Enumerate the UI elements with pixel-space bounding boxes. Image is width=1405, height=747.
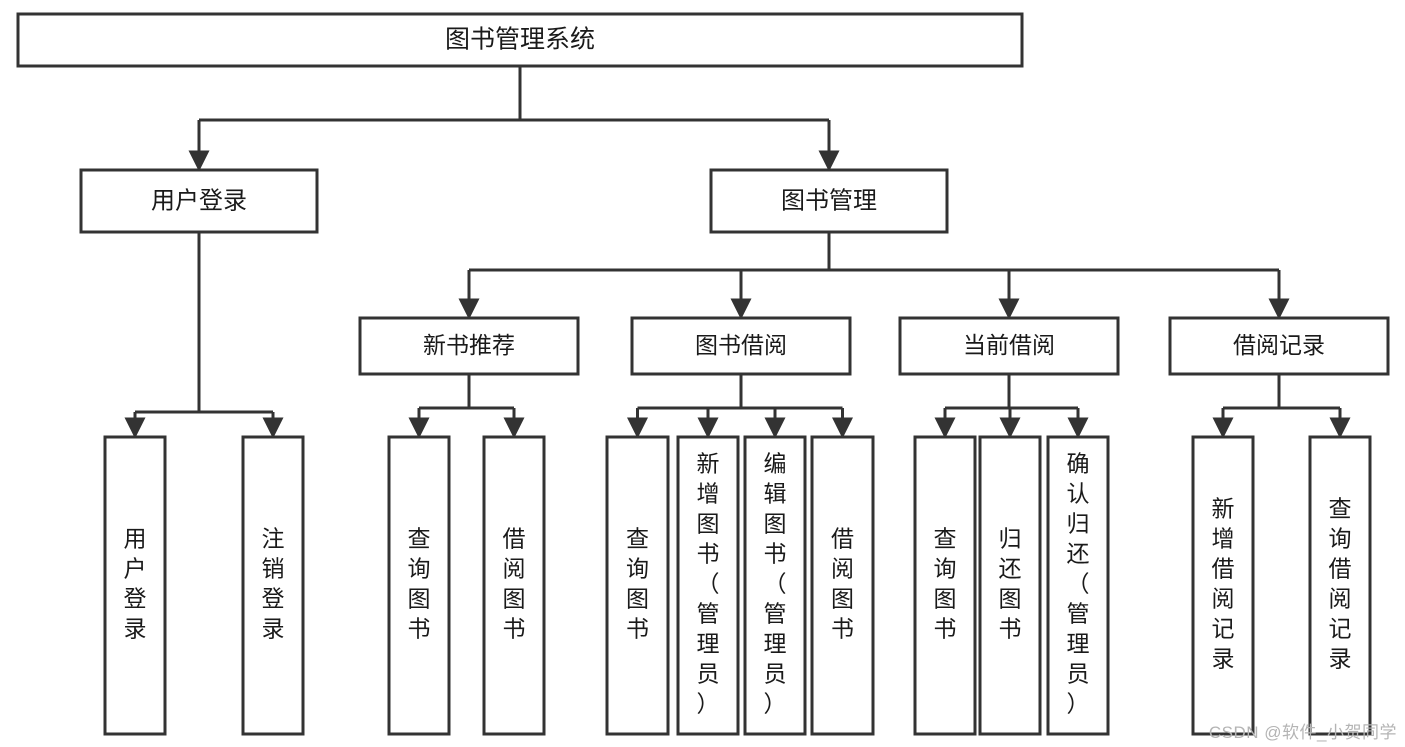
node-label: 查询图书 bbox=[934, 526, 957, 642]
node-box[interactable] bbox=[103, 435, 167, 736]
leaf-node-leaf-user-login[interactable]: 用户登录 bbox=[103, 435, 167, 736]
node-box[interactable] bbox=[630, 316, 852, 376]
leaf-node-leaf-query-book-current[interactable]: 查询图书 bbox=[913, 435, 977, 736]
node-new-book-recommend[interactable]: 新书推荐 bbox=[358, 316, 580, 376]
node-box[interactable] bbox=[1191, 435, 1255, 736]
node-label: 查询图书 bbox=[626, 526, 649, 642]
node-label: 借阅图书 bbox=[831, 526, 854, 642]
node-label: 图书管理系统 bbox=[445, 26, 595, 54]
node-label: 新书推荐 bbox=[423, 332, 515, 358]
leaf-node-leaf-add-book-admin[interactable]: 新增图书（管理员） bbox=[676, 435, 740, 736]
leaf-node-leaf-query-book-rec[interactable]: 查询图书 bbox=[387, 435, 451, 736]
node-label: 查询借阅记录 bbox=[1329, 496, 1352, 672]
node-label: 当前借阅 bbox=[963, 332, 1055, 358]
node-box[interactable] bbox=[482, 435, 546, 736]
leaf-node-leaf-borrow-book[interactable]: 借阅图书 bbox=[810, 435, 875, 736]
node-box[interactable] bbox=[16, 12, 1024, 68]
node-box[interactable] bbox=[241, 435, 305, 736]
node-box[interactable] bbox=[605, 435, 670, 736]
node-label: 注销登录 bbox=[262, 526, 285, 642]
node-label: 借阅图书 bbox=[503, 526, 526, 642]
node-box[interactable] bbox=[387, 435, 451, 736]
leaf-node-leaf-confirm-return-admin[interactable]: 确认归还（管理员） bbox=[1046, 435, 1110, 736]
leaf-node-leaf-return-book[interactable]: 归还图书 bbox=[978, 435, 1042, 736]
leaf-node-leaf-edit-book-admin[interactable]: 编辑图书（管理员） bbox=[743, 435, 807, 736]
leaf-node-leaf-query-book-borrow[interactable]: 查询图书 bbox=[605, 435, 670, 736]
node-box[interactable] bbox=[1308, 435, 1372, 736]
node-label: 图书管理 bbox=[781, 187, 877, 214]
node-label: 用户登录 bbox=[124, 526, 147, 642]
node-label: 图书借阅 bbox=[695, 332, 787, 358]
node-box[interactable] bbox=[743, 435, 807, 736]
node-book-management[interactable]: 图书管理 bbox=[709, 168, 949, 234]
node-label: 确认归还（管理员） bbox=[1067, 451, 1090, 717]
node-box[interactable] bbox=[79, 168, 319, 234]
leaf-node-leaf-borrow-book-rec[interactable]: 借阅图书 bbox=[482, 435, 546, 736]
csdn-watermark: CSDN @软件_小贺同学 bbox=[1208, 723, 1397, 742]
leaf-node-leaf-add-borrow-record[interactable]: 新增借阅记录 bbox=[1191, 435, 1255, 736]
node-book-borrow[interactable]: 图书借阅 bbox=[630, 316, 852, 376]
node-box[interactable] bbox=[898, 316, 1120, 376]
node-user-login[interactable]: 用户登录 bbox=[79, 168, 319, 234]
node-label: 新增借阅记录 bbox=[1212, 496, 1235, 672]
node-box[interactable] bbox=[676, 435, 740, 736]
node-borrow-record[interactable]: 借阅记录 bbox=[1168, 316, 1390, 376]
node-label: 借阅记录 bbox=[1233, 332, 1325, 358]
node-label: 编辑图书（管理员） bbox=[764, 451, 787, 717]
leaf-node-leaf-logout-login[interactable]: 注销登录 bbox=[241, 435, 305, 736]
node-box[interactable] bbox=[913, 435, 977, 736]
node-box[interactable] bbox=[1046, 435, 1110, 736]
node-box[interactable] bbox=[358, 316, 580, 376]
node-label: 查询图书 bbox=[408, 526, 431, 642]
node-box[interactable] bbox=[978, 435, 1042, 736]
leaf-node-leaf-query-borrow-record[interactable]: 查询借阅记录 bbox=[1308, 435, 1372, 736]
node-label: 归还图书 bbox=[999, 526, 1022, 642]
node-boxes: 图书管理系统用户登录图书管理新书推荐图书借阅当前借阅借阅记录用户登录注销登录查询… bbox=[16, 12, 1390, 736]
node-box[interactable] bbox=[810, 435, 875, 736]
node-box[interactable] bbox=[709, 168, 949, 234]
node-label: 用户登录 bbox=[151, 187, 247, 214]
node-label: 新增图书（管理员） bbox=[697, 451, 720, 717]
node-current-borrow[interactable]: 当前借阅 bbox=[898, 316, 1120, 376]
node-box[interactable] bbox=[1168, 316, 1390, 376]
connector-lines bbox=[124, 66, 1351, 439]
root-node-root[interactable]: 图书管理系统 bbox=[16, 12, 1024, 68]
